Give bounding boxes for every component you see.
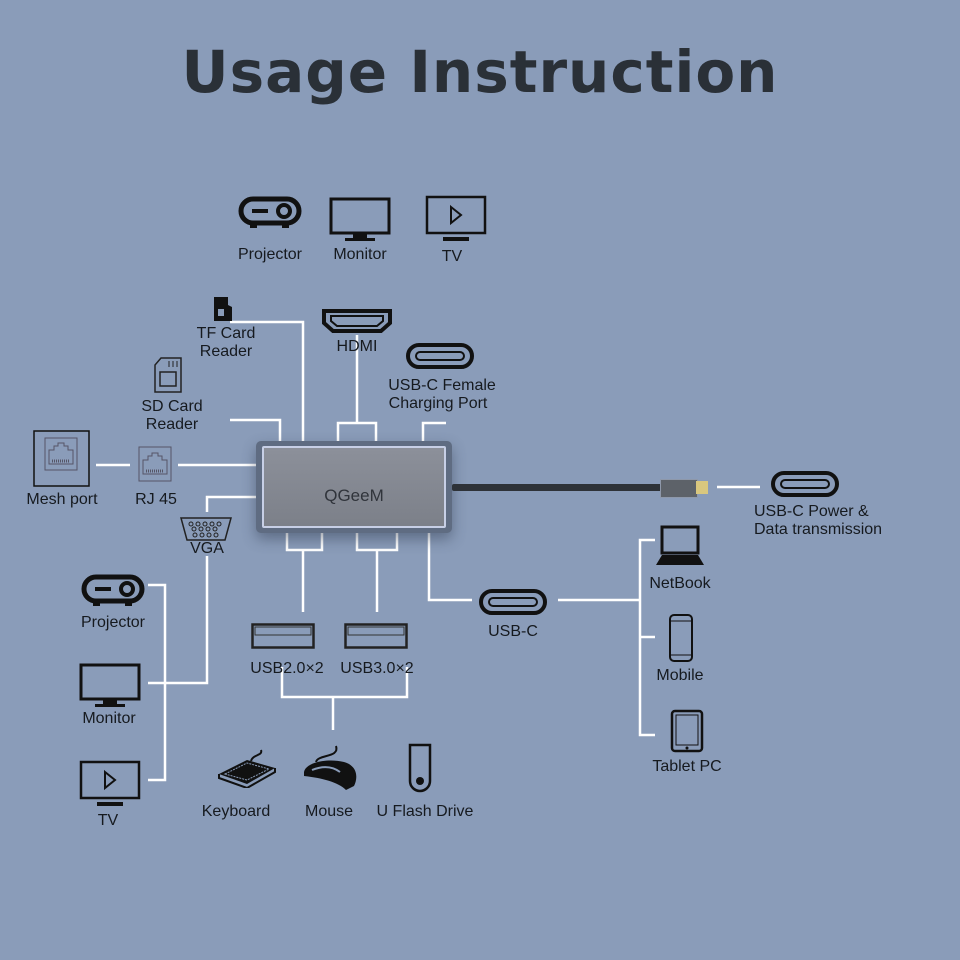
hub-cable [452,484,662,491]
hdmi-label: HDMI [336,338,378,355]
netbook-icon [654,525,706,567]
flash-drive-label: U Flash Drive [376,803,474,820]
mesh-port-label: Mesh port [26,491,98,508]
usb-c-female-label-2: Charging Port [388,395,488,412]
tf-card-icon [213,296,233,322]
usb-c-plug [660,479,698,498]
tf-card-label-1: TF Card [196,325,256,342]
line-usb-periph [280,667,409,699]
sd-card-icon [153,357,183,393]
line-usb2-bracket [285,530,324,552]
usb2-label: USB2.0×2 [250,660,324,677]
usb-c-label: USB-C [488,623,538,640]
mesh-port-icon [33,430,90,487]
monitor-icon [329,197,391,243]
usb3-port-icon [344,623,408,649]
sd-card-label-2: Reader [145,416,199,433]
line-sd [230,418,282,443]
keyboard-label: Keyboard [201,803,271,820]
monitor-left-label: Monitor [82,710,136,727]
line-vga-down [148,556,209,685]
tf-card-label-2: Reader [199,343,253,360]
usb-c-port-icon [479,589,547,615]
vga-label: VGA [190,540,224,557]
tablet-icon [670,709,704,753]
projector-icon [81,574,147,610]
usb3-label: USB3.0×2 [340,660,414,677]
usb-c-female-port-icon [406,343,474,369]
page-title: Usage Instruction [181,38,779,106]
line-usb3-bracket [355,530,399,552]
vga-port-icon [179,516,233,542]
line-display-bracket [148,583,167,782]
usb-c-female-label-1: USB-C Female [388,377,496,394]
monitor-top-label: Monitor [333,246,387,263]
tv-top-label: TV [441,248,463,265]
sd-card-label-1: SD Card [141,398,203,415]
rj45-port-icon [138,446,172,482]
usb-c-plug-tip [696,481,708,494]
usb-c-power-label-2: Data transmission [754,521,883,538]
mobile-label: Mobile [656,667,704,684]
usb-c-hub: QGeeM [256,441,452,533]
usb-c-power-label-1: USB-C Power & [754,503,869,520]
line-vga [205,495,258,512]
keyboard-icon [217,748,279,788]
mouse-icon [300,742,360,792]
hdmi-port-icon [321,308,393,334]
flash-drive-icon [407,743,433,793]
line-usbc-female [421,421,446,443]
usb-c-power-port-icon [771,471,839,497]
tablet-label: Tablet PC [652,758,722,775]
tv-icon [425,195,487,243]
rj45-label: RJ 45 [135,491,177,508]
line-hdmi-bracket [336,421,378,443]
line-usbc [427,530,472,602]
monitor-icon [79,663,141,709]
hub-brand-logo: QGeeM [324,486,384,505]
tv-left-label: TV [97,812,119,829]
projector-left-label: Projector [80,614,146,631]
line-tf [230,320,305,443]
projector-icon [238,196,304,232]
projector-top-label: Projector [237,246,303,263]
mouse-label: Mouse [304,803,354,820]
netbook-label: NetBook [649,575,711,592]
tv-icon [79,760,141,808]
usb2-port-icon [251,623,315,649]
mobile-icon [668,613,694,663]
